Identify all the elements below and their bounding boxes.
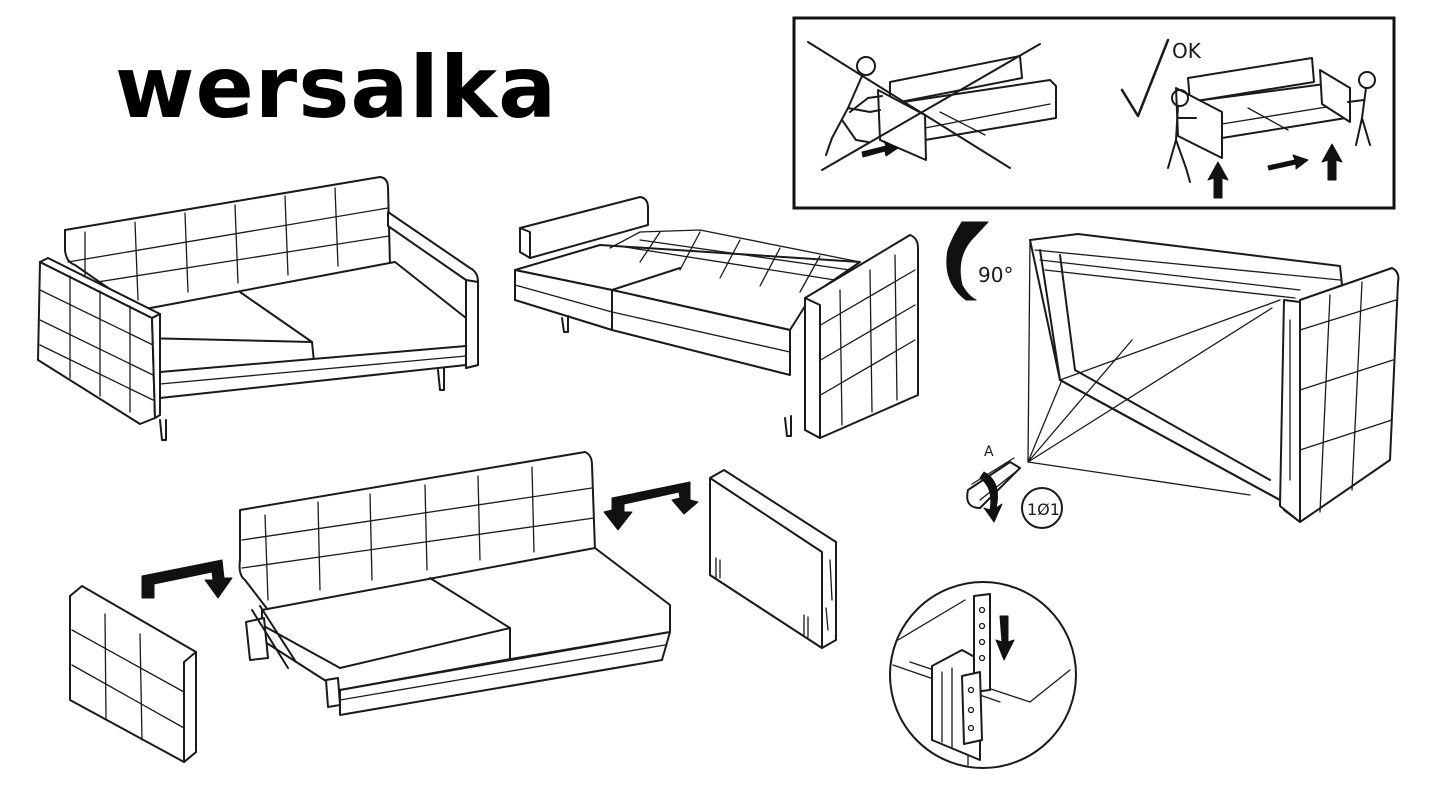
bracket-detail-icon bbox=[889, 581, 1077, 769]
page-title: wersalka bbox=[115, 38, 558, 138]
ok-label: OK bbox=[1172, 39, 1202, 63]
quantity-label: 1Ø1 bbox=[1027, 500, 1060, 519]
sofa-disassembled-icon bbox=[238, 451, 671, 716]
sofa-assembled-icon bbox=[37, 176, 479, 441]
armrest-icon bbox=[69, 585, 197, 763]
part-label: A bbox=[984, 444, 994, 460]
correct-lift-icon: OK bbox=[1120, 38, 1376, 199]
armrest-right-icon bbox=[709, 469, 837, 649]
rotate-arrow-icon: 90° bbox=[946, 221, 1013, 301]
arrow-left-armrest bbox=[141, 559, 233, 599]
angle-label: 90° bbox=[978, 263, 1013, 287]
screw-icon: A 1Ø1 bbox=[966, 444, 1063, 529]
wrong-lift-icon bbox=[807, 41, 1057, 171]
sofa-bed-open-icon bbox=[514, 196, 919, 439]
arrow-right-armrest bbox=[603, 481, 699, 531]
sofa-bottom-view-icon bbox=[1027, 233, 1400, 523]
